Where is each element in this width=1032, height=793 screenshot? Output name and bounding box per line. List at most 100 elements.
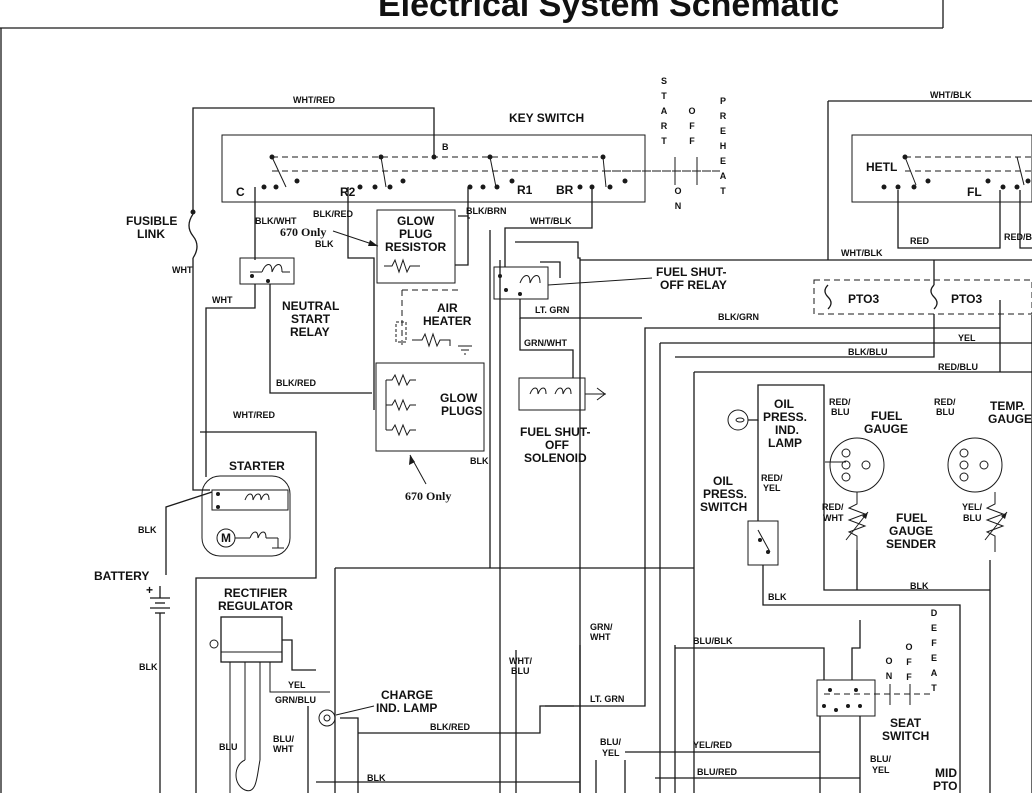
wire-wht-red-top: WHT/RED — [293, 95, 335, 105]
wire-grn-wht-a: GRN/WHT — [524, 338, 567, 348]
fuel-shutoff-solenoid: FUEL SHUT- OFF SOLENOID — [518, 377, 606, 465]
temp-fl-switch: HETL FL — [851, 134, 1032, 203]
wire-blk-c: BLK — [138, 525, 157, 535]
wire-red-blu-b-1: RED/ — [829, 397, 851, 407]
wire-red-blk: RED/BLK — [1004, 232, 1032, 242]
wire-blk-wht: BLK/WHT — [255, 216, 297, 226]
wire-red-blu-a: RED/BLU — [938, 362, 978, 372]
wire-yel-red: YEL/RED — [693, 740, 733, 750]
only-670-label-b: 670 Only — [405, 489, 451, 503]
mid-pto: MID PTO — [933, 766, 957, 793]
svg-text:PLUGS: PLUGS — [441, 404, 482, 418]
pto3-fuse-a: PTO3 — [824, 284, 879, 310]
wire-lt-grn-a: LT. GRN — [535, 305, 569, 315]
svg-text:FL: FL — [967, 185, 982, 199]
wire-grn-wht-b-2: WHT — [590, 632, 611, 642]
wire-blk-f: BLK — [910, 581, 929, 591]
oil-press-indicator-lamp: OIL PRESS. IND. LAMP — [727, 397, 807, 450]
wire-red-yel-2: YEL — [763, 483, 781, 493]
wire-red-blu-c-1: RED/ — [934, 397, 956, 407]
wire-blu-yel-a-1: BLU/ — [600, 737, 621, 747]
svg-text:SWITCH: SWITCH — [882, 729, 929, 743]
wire-yel-a: YEL — [958, 333, 976, 343]
svg-text:START: START — [291, 312, 331, 326]
charge-indicator-lamp: CHARGE IND. LAMP — [318, 688, 437, 727]
fuel-gauge-sender: FUEL GAUGE SENDER — [845, 492, 936, 552]
wire-blu-wht-2: WHT — [273, 744, 294, 754]
wire-blk-red-c: BLK/RED — [430, 722, 470, 732]
starter: STARTER M — [201, 459, 291, 557]
key-switch-label: KEY SWITCH — [509, 111, 584, 125]
wire-lt-grn-b: LT. GRN — [590, 694, 624, 704]
svg-text:OFF: OFF — [545, 438, 569, 452]
svg-text:M: M — [221, 531, 231, 545]
svg-text:PTO3: PTO3 — [951, 292, 982, 306]
wire-blu-yel-b-1: BLU/ — [870, 754, 891, 764]
svg-text:AIR: AIR — [437, 301, 458, 315]
svg-text:OIL: OIL — [713, 474, 733, 488]
svg-text:HEATER: HEATER — [423, 314, 472, 328]
wire-wht-blu-1: WHT/ — [509, 656, 532, 666]
rectifier-regulator: RECTIFIER REGULATOR — [209, 586, 330, 793]
wire-grn-blu: GRN/BLU — [275, 695, 316, 705]
wire-blu-wht-1: BLU/ — [273, 734, 294, 744]
wire-red-blu-b-2: BLU — [831, 407, 850, 417]
wire-blu-yel-a-2: YEL — [602, 748, 620, 758]
svg-text:MID: MID — [935, 766, 957, 780]
fuel-gauge: FUEL GAUGE — [825, 409, 908, 493]
wire-blu-red: BLU/RED — [697, 767, 737, 777]
svg-text:STARTER: STARTER — [229, 459, 285, 473]
svg-text:LAMP: LAMP — [768, 436, 802, 450]
svg-text:CHARGE: CHARGE — [381, 688, 433, 702]
svg-text:REGULATOR: REGULATOR — [218, 599, 293, 613]
wire-yel-blu-1: YEL/ — [962, 502, 983, 512]
glow-plug-resistor: GLOW PLUG RESISTOR — [376, 209, 456, 284]
wire-blu-yel-b-2: YEL — [872, 765, 890, 775]
wire-red-wht-2: WHT — [823, 513, 844, 523]
svg-text:OIL: OIL — [774, 397, 794, 411]
wire-blk-d: BLK — [139, 662, 158, 672]
svg-text:PTO3: PTO3 — [848, 292, 879, 306]
terminal-r1-label: R1 — [517, 183, 533, 197]
svg-text:FUEL SHUT-: FUEL SHUT- — [656, 265, 726, 279]
svg-text:GLOW: GLOW — [440, 391, 478, 405]
svg-text:GAUGE: GAUGE — [889, 524, 933, 538]
diagram-title: Electrical System Schematic — [378, 0, 839, 24]
svg-text:PRESS.: PRESS. — [763, 410, 807, 424]
wire-blk-e: BLK — [768, 592, 787, 602]
pto3-fuse-b: PTO3 — [930, 284, 982, 310]
svg-text:PRESS.: PRESS. — [703, 487, 747, 501]
battery: BATTERY + — [94, 569, 170, 793]
svg-text:FUSIBLE: FUSIBLE — [126, 214, 177, 228]
wire-wht-blk-a: WHT/BLK — [530, 216, 572, 226]
svg-text:RELAY: RELAY — [290, 325, 330, 339]
wire-yel-b: YEL — [288, 680, 306, 690]
wire-blk-brn: BLK/BRN — [466, 206, 507, 216]
terminal-br-label: BR — [556, 183, 574, 197]
wire-wht-red-b: WHT/RED — [233, 410, 275, 420]
svg-text:SEAT: SEAT — [890, 716, 922, 730]
wire-wht-blu-2: BLU — [511, 666, 530, 676]
svg-text:IND.: IND. — [775, 423, 799, 437]
wire-grn-wht-b-1: GRN/ — [590, 622, 613, 632]
only-670-label-a: 670 Only — [280, 225, 326, 239]
wire-red-blu-c-2: BLU — [936, 407, 955, 417]
svg-text:FUEL SHUT-: FUEL SHUT- — [520, 425, 590, 439]
neutral-start-relay: NEUTRAL START RELAY — [239, 257, 339, 339]
svg-text:RESISTOR: RESISTOR — [385, 240, 446, 254]
terminal-c-label: C — [236, 185, 245, 199]
svg-text:+: + — [146, 583, 153, 597]
wire-blk-red-b: BLK/RED — [276, 378, 316, 388]
temp-gauge: TEMP. GAUGE — [947, 399, 1032, 552]
wire-wht-blk-top: WHT/BLK — [930, 90, 972, 100]
oil-press-switch: OIL PRESS. SWITCH — [700, 474, 779, 566]
